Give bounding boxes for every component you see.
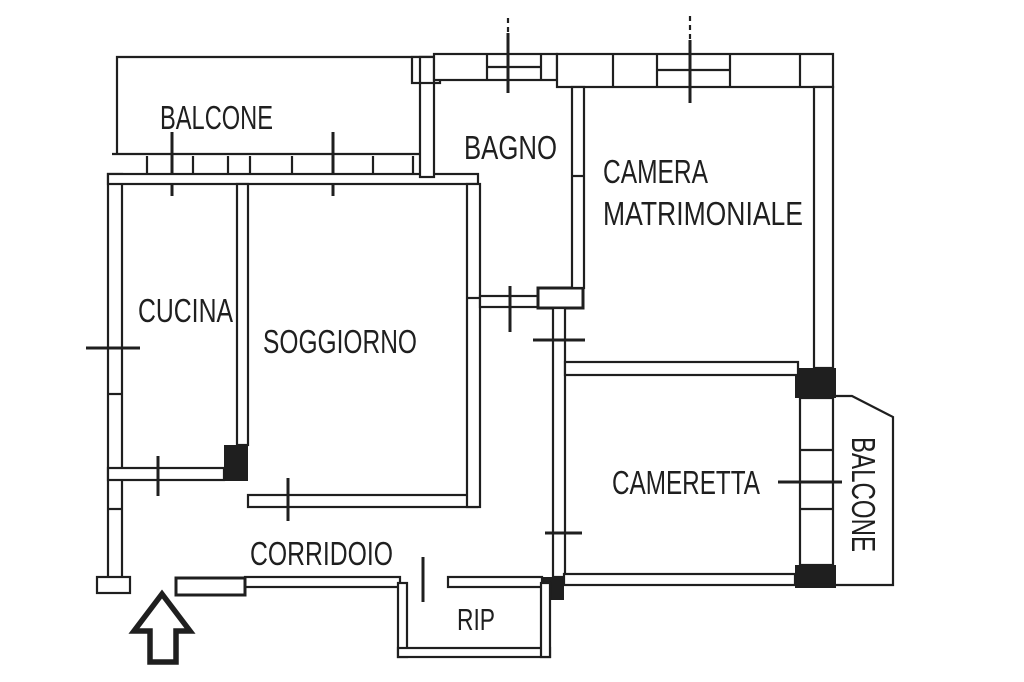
wall-right-camera [812,85,835,370]
balcony-railing [145,132,415,196]
wall-corridor-bottom [446,575,544,589]
door-jamb [224,445,248,481]
balcony-outline [798,394,895,587]
wall-soggiorno-right [465,182,482,509]
entrance-door-leaf [174,576,247,597]
label-cameretta: CAMERETTA [612,464,760,501]
label-balcone-right: BALCONE [845,437,882,552]
wall-cameretta-bottom [562,572,797,587]
balcony-outline [115,55,434,153]
wall-left [106,172,124,587]
room-labels: CUCINA SOGGIORNO BAGNO CAMERA MATRIMONIA… [138,129,803,637]
label-camera-matrimoniale-line1: CAMERA [603,153,708,190]
window-camera [611,16,802,103]
wall-camera-cameretta [563,360,800,377]
wall-cucina-divider [235,182,250,447]
exterior-walls [86,16,842,595]
label-camera-matrimoniale-line2: MATRIMONIALE [603,195,803,232]
door-jamb [795,565,836,588]
wall-top-kitchen [106,172,480,186]
balcony-right: BALCONE [798,394,895,587]
label-corridoio: CORRIDOIO [250,535,393,572]
label-cucina: CUCINA [138,292,233,329]
wall-corridor-bottom [243,575,402,589]
wall-bagno-west [418,55,436,179]
label-bagno: BAGNO [464,129,557,166]
wall-camera-left [570,85,586,290]
label-balcone-top: BALCONE [160,99,273,136]
wall-foot [95,575,132,595]
door-jamb [795,368,836,398]
interior-walls [106,85,800,659]
room-rip-walls [396,581,552,659]
label-rip: RIP [457,602,495,637]
wall-stub [551,306,567,579]
door-threshold [536,286,585,310]
entrance-arrow [128,589,196,665]
wall-soggiorno-bottom [246,493,479,509]
label-soggiorno: SOGGIORNO [263,323,417,360]
window-bagno [485,18,543,93]
wall-cucina-bottom [106,466,226,482]
